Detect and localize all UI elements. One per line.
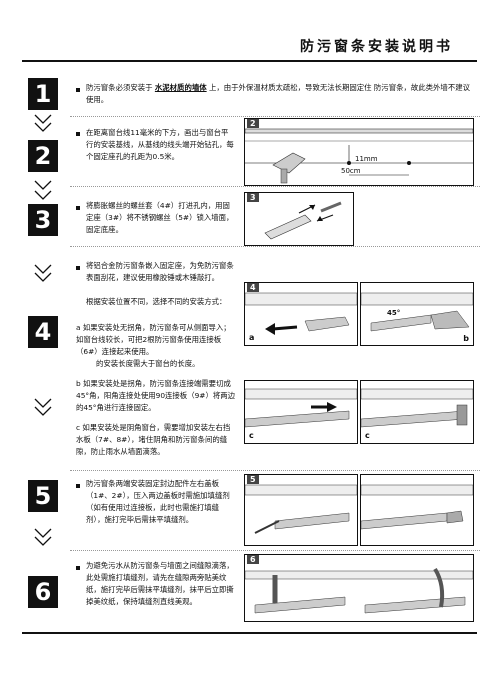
step-number-6: 6 xyxy=(28,576,58,608)
figure-4-label: 4 xyxy=(247,283,259,292)
figure-3-fixing-base: 3 xyxy=(244,192,354,246)
step-2-text: 在距离窗台线11毫米的下方，画出与窗台平行的安装基线，从基线的线头端开始钻孔，每… xyxy=(86,128,234,161)
step-6-text: 为避免污水从防污窗条与墙面之间缝隙滴落，此处需施打填缝剂，请先在缝隙两旁贴美纹纸… xyxy=(86,561,234,606)
step-1-text: 防污窗条必须安装于 水泥材质的墙体 上，由于外保温材质太疏松，导致无法长期固定住… xyxy=(86,82,471,106)
divider xyxy=(70,550,480,551)
bottom-rule xyxy=(22,632,477,634)
figure-4c-right: c xyxy=(360,380,474,444)
figure-4a-illustration xyxy=(245,292,357,335)
step-number-4: 4 xyxy=(28,316,58,348)
step-number-3: 3 xyxy=(28,204,58,236)
figure-4a-side-insert: 4 a xyxy=(244,282,358,346)
chevron-down-icon xyxy=(34,406,52,416)
figure-4c-left-illustration xyxy=(245,388,357,428)
chevron-down-icon xyxy=(34,190,52,200)
figure-4b-tag: b xyxy=(463,334,469,343)
bullet xyxy=(76,266,80,270)
step-4-option-a: a 如果安装处无拐角，防污窗条可从侧面导入；如窗台线较长，可把2根防污窗条使用连… xyxy=(76,323,231,356)
figure-4c-left: c xyxy=(244,380,358,444)
figure-5-left-illustration xyxy=(245,484,357,534)
figure-5-right-illustration xyxy=(361,484,473,530)
bullet xyxy=(76,484,80,488)
divider xyxy=(70,246,480,247)
chevron-down-icon xyxy=(34,272,52,282)
figure-4b-corner-joint: 45° b xyxy=(360,282,474,346)
chevron-down-icon xyxy=(34,398,52,408)
step-4-option-b: b 如果安装处是拐角，防污窗条连接端需要切成45°角，阳角连接处使用90连接板（… xyxy=(76,379,236,412)
angle-45-label: 45° xyxy=(387,309,401,317)
figure-6-illustration xyxy=(245,567,473,614)
step-4-option-a-note: 的安装长度需大于窗台的长度。 xyxy=(96,359,200,368)
step-4-note: 根据安装位置不同，选择不同的安装方式： xyxy=(86,297,227,306)
figure-4c-right-tag: c xyxy=(365,431,370,440)
divider xyxy=(70,116,480,117)
figure-2-illustration xyxy=(245,128,473,184)
figure-6-sealant: 6 xyxy=(244,554,474,622)
figure-5-right xyxy=(360,474,474,546)
bullet xyxy=(76,206,80,210)
top-rule xyxy=(22,60,477,62)
figure-3-label: 3 xyxy=(247,193,259,202)
step-number-5: 5 xyxy=(28,480,58,512)
figure-4b-illustration xyxy=(361,292,473,332)
step-1-text-post: 上，由于外保温材质太疏松，导致无法长期固定住 防污窗条，故此类外墙不建议使用。 xyxy=(86,83,470,104)
figure-6-label: 6 xyxy=(247,555,259,564)
step-1-emphasis: 水泥材质的墙体 xyxy=(154,83,207,92)
step-5-text: 防污窗条两端安装固定封边配件左右盖板（1#、2#），压入两边盖板时需施加填缝剂（… xyxy=(86,479,230,524)
step-1-text-pre: 防污窗条必须安装于 xyxy=(86,83,155,92)
chevron-down-icon xyxy=(34,536,52,546)
bullet xyxy=(76,566,80,570)
figure-4a-tag: a xyxy=(249,333,255,342)
dimension-50cm: 50cm xyxy=(341,167,361,175)
figure-3-illustration xyxy=(264,201,342,240)
chevron-down-icon xyxy=(34,264,52,274)
step-number-2: 2 xyxy=(28,140,58,172)
divider xyxy=(70,186,480,187)
bullet xyxy=(76,88,80,92)
chevron-down-icon xyxy=(34,180,52,190)
figure-4c-right-illustration xyxy=(361,388,473,428)
chevron-down-icon xyxy=(34,528,52,538)
bullet xyxy=(76,132,80,136)
step-4-intro: 将铝合金防污窗条嵌入固定座，为免防污窗条表面刮花，建议使用橡胶锤或木锤敲打。 xyxy=(86,261,234,282)
figure-4c-left-tag: c xyxy=(249,431,254,440)
step-3-text: 将膨胀螺丝的螺丝套（4#）打进孔内，用固定座（3#）将不锈钢螺丝（5#）锁入墙面… xyxy=(86,201,234,234)
chevron-down-icon xyxy=(34,114,52,124)
step-number-1: 1 xyxy=(28,78,58,110)
page-title: 防污窗条安装说明书 xyxy=(300,39,453,55)
divider xyxy=(70,470,480,471)
figure-2-label: 2 xyxy=(247,119,259,128)
figure-2-wall-drilling: 2 11mm 50cm xyxy=(244,118,474,186)
dimension-11mm: 11mm xyxy=(355,155,378,163)
chevron-down-icon xyxy=(34,122,52,132)
figure-5-left: 5 xyxy=(244,474,358,546)
figure-5-label: 5 xyxy=(247,475,259,484)
step-4-option-c: c 如果安装处是阴角窗台，需要增加安装左右挡水板（7#、8#），堵住阴角和防污窗… xyxy=(76,423,231,456)
